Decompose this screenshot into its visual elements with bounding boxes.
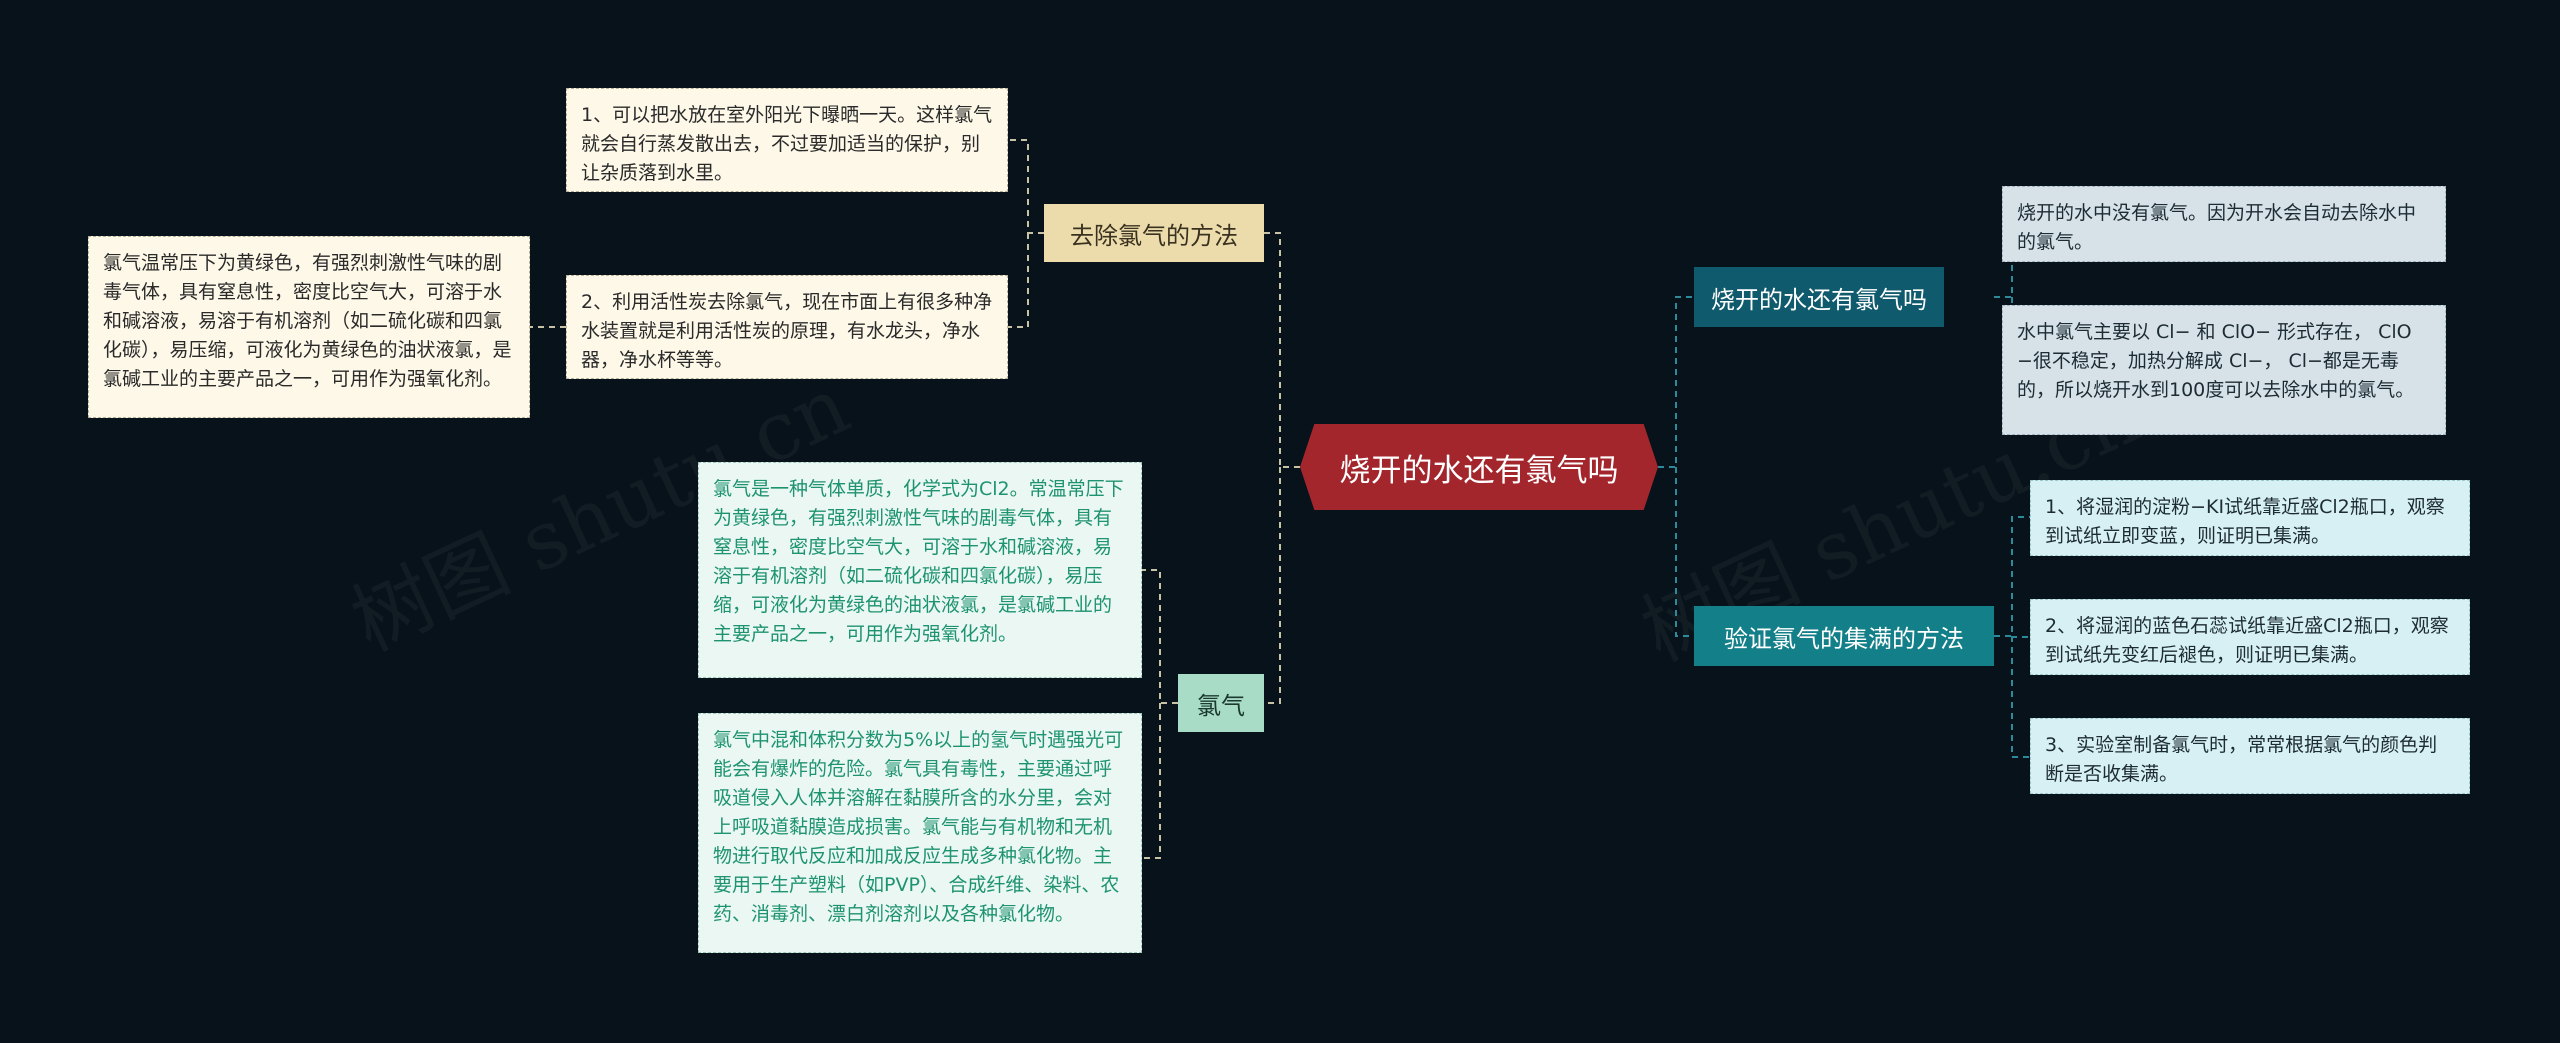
boiled-item-1[interactable]: 烧开的水中没有氯气。因为开水会自动去除水中的氯气。 [2002,186,2446,262]
link-remove-items [1008,139,1044,328]
link-root-chlorine [1264,467,1281,704]
verify-item-1[interactable]: 1、将湿润的淀粉−KI试纸靠近盛Cl2瓶口，观察到试纸立即变蓝，则证明已集满。 [2030,480,2470,556]
chlorine-item-1[interactable]: 氯气是一种气体单质，化学式为Cl2。常温常压下为黄绿色，有强烈刺激性气味的剧毒气… [698,462,1142,678]
remove-item-2[interactable]: 2、利用活性炭去除氯气，现在市面上有很多种净水装置就是利用活性炭的原理，有水龙头… [566,275,1008,379]
chlorine-item-2[interactable]: 氯气中混和体积分数为5%以上的氢气时遇强光可能会有爆炸的危险。氯气具有毒性，主要… [698,713,1142,953]
link-root-verify [1675,467,1694,637]
boiled-item-2[interactable]: 水中氯气主要以 Cl− 和 ClO− 形式存在， ClO−很不稳定，加热分解成 … [2002,305,2446,435]
topic-chlorine[interactable]: 氯气 [1178,674,1264,732]
link-verify-items [1994,516,2030,758]
topic-boiled-water[interactable]: 烧开的水还有氯气吗 [1694,267,1944,327]
chlorine-property-note[interactable]: 氯气温常压下为黄绿色，有强烈刺激性气味的剧毒气体，具有窒息性，密度比空气大，可溶… [88,236,530,418]
remove-item-1[interactable]: 1、可以把水放在室外阳光下曝晒一天。这样氯气就会自行蒸发散出去，不过要加适当的保… [566,88,1008,192]
topic-verify-full[interactable]: 验证氯气的集满的方法 [1694,606,1994,666]
root-topic[interactable]: 烧开的水还有氯气吗 [1300,424,1658,510]
verify-item-3[interactable]: 3、实验室制备氯气时，常常根据氯气的颜色判断是否收集满。 [2030,718,2470,794]
link-chlorine-items [1142,569,1178,859]
link-root-remove [1264,232,1300,468]
topic-remove-chlorine[interactable]: 去除氯气的方法 [1044,204,1264,262]
link-root-boiled [1658,296,1694,468]
verify-item-2[interactable]: 2、将湿润的蓝色石蕊试纸靠近盛Cl2瓶口，观察到试纸先变红后褪色，则证明已集满。 [2030,599,2470,675]
